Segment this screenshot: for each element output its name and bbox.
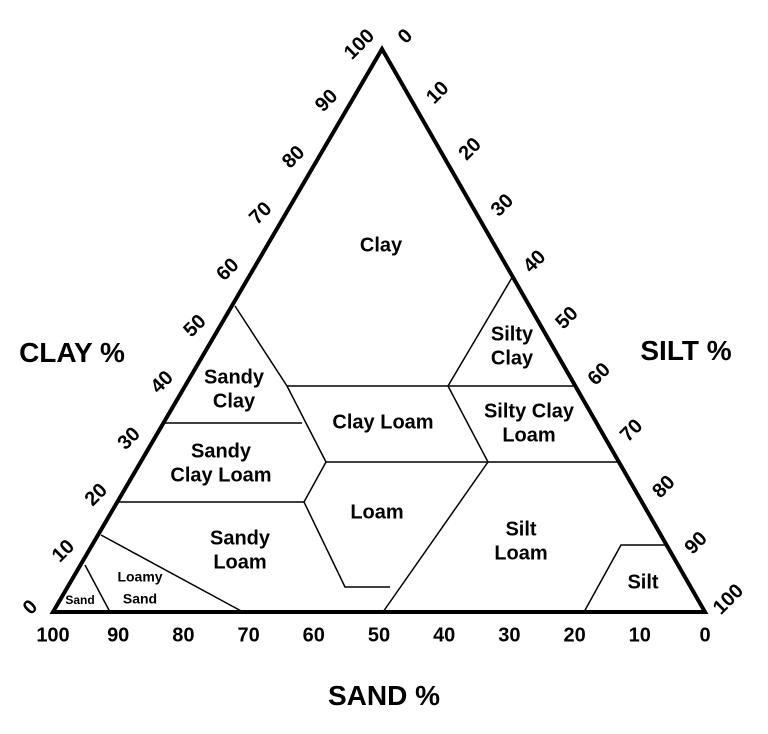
region-label-loam: Loam bbox=[350, 501, 403, 523]
silt-tick-label: 30 bbox=[487, 190, 518, 221]
sand-tick-label: 10 bbox=[629, 624, 651, 646]
boundary-loam-left bbox=[303, 461, 390, 588]
region-label-sandy-clay-loam: Sandy bbox=[191, 440, 252, 462]
silt-tick-label: 90 bbox=[681, 528, 712, 559]
sand-tick-label: 70 bbox=[237, 624, 259, 646]
region-label-sandy-clay: Clay bbox=[213, 390, 256, 412]
region-label-silty-clay-loam: Loam bbox=[502, 424, 555, 446]
clay-tick-label: 20 bbox=[81, 479, 112, 510]
region-label-silt: Silt bbox=[627, 571, 658, 593]
silt-tick-label: 100 bbox=[709, 580, 748, 619]
class-boundaries bbox=[84, 275, 665, 613]
silt-tick-label: 70 bbox=[616, 415, 647, 446]
region-label-silt-loam: Loam bbox=[494, 542, 547, 564]
region-label-sandy-loam: Sandy bbox=[210, 527, 271, 549]
clay-tick-label: 40 bbox=[146, 367, 177, 398]
clay-tick-label: 0 bbox=[19, 596, 42, 619]
clay-axis-title: CLAY % bbox=[19, 337, 125, 368]
region-label-sandy-loam: Loam bbox=[213, 551, 266, 573]
boundary-silty-clay-left bbox=[447, 275, 514, 387]
silt-axis-title: SILT % bbox=[640, 335, 731, 366]
sand-tick-label: 30 bbox=[498, 624, 520, 646]
boundary-sand-right bbox=[84, 564, 111, 613]
clay-tick-label: 80 bbox=[278, 141, 309, 172]
boundary-silt-loam-left bbox=[382, 461, 489, 613]
sand-axis-title: SAND % bbox=[328, 680, 440, 711]
sand-tick-label: 20 bbox=[563, 624, 585, 646]
sand-tick-label: 100 bbox=[36, 624, 69, 646]
region-label-silty-clay-loam: Silty Clay bbox=[484, 400, 575, 422]
sand-tick-label: 90 bbox=[107, 624, 129, 646]
clay-tick-label: 100 bbox=[340, 25, 379, 64]
sand-tick-label: 80 bbox=[172, 624, 194, 646]
silt-tick-label: 60 bbox=[584, 359, 615, 390]
region-label-silty-clay: Clay bbox=[491, 347, 534, 369]
region-label-clay: Clay bbox=[360, 234, 403, 256]
region-label-loamy-sand: Sand bbox=[123, 591, 157, 607]
region-label-silt-loam: Silt bbox=[505, 518, 536, 540]
clay-tick-label: 90 bbox=[311, 85, 342, 116]
region-label-sand: Sand bbox=[65, 593, 94, 607]
silt-tick-label: 20 bbox=[454, 133, 485, 164]
boundary-silty-clay-loam-left bbox=[447, 385, 489, 463]
boundary-silt bbox=[583, 544, 665, 613]
boundary-clay-loam-left bbox=[286, 385, 327, 463]
silt-tick-label: 40 bbox=[519, 246, 550, 277]
boundary-sandy-clay-upper bbox=[234, 305, 288, 387]
silt-tick-label: 0 bbox=[394, 25, 417, 48]
silt-tick-label: 80 bbox=[648, 471, 679, 502]
sand-tick-label: 50 bbox=[368, 624, 390, 646]
silt-tick-label: 50 bbox=[551, 302, 582, 333]
region-label-sandy-clay-loam: Clay Loam bbox=[170, 464, 271, 486]
clay-tick-label: 50 bbox=[179, 310, 210, 341]
boundary-loamy-sand-upper bbox=[100, 534, 244, 613]
sand-tick-label: 60 bbox=[303, 624, 325, 646]
region-label-sandy-clay: Sandy bbox=[204, 366, 265, 388]
silt-tick-label: 10 bbox=[422, 77, 453, 108]
sand-tick-label: 40 bbox=[433, 624, 455, 646]
clay-tick-label: 10 bbox=[48, 536, 79, 567]
triangle-outline bbox=[49, 45, 709, 614]
region-label-loamy-sand: Loamy bbox=[117, 569, 162, 585]
region-label-silty-clay: Silty bbox=[491, 323, 534, 345]
clay-tick-label: 60 bbox=[212, 254, 243, 285]
clay-tick-label: 70 bbox=[245, 198, 276, 229]
clay-tick-label: 30 bbox=[114, 423, 145, 454]
sand-tick-label: 0 bbox=[699, 624, 710, 646]
region-label-clay-loam: Clay Loam bbox=[332, 411, 433, 433]
